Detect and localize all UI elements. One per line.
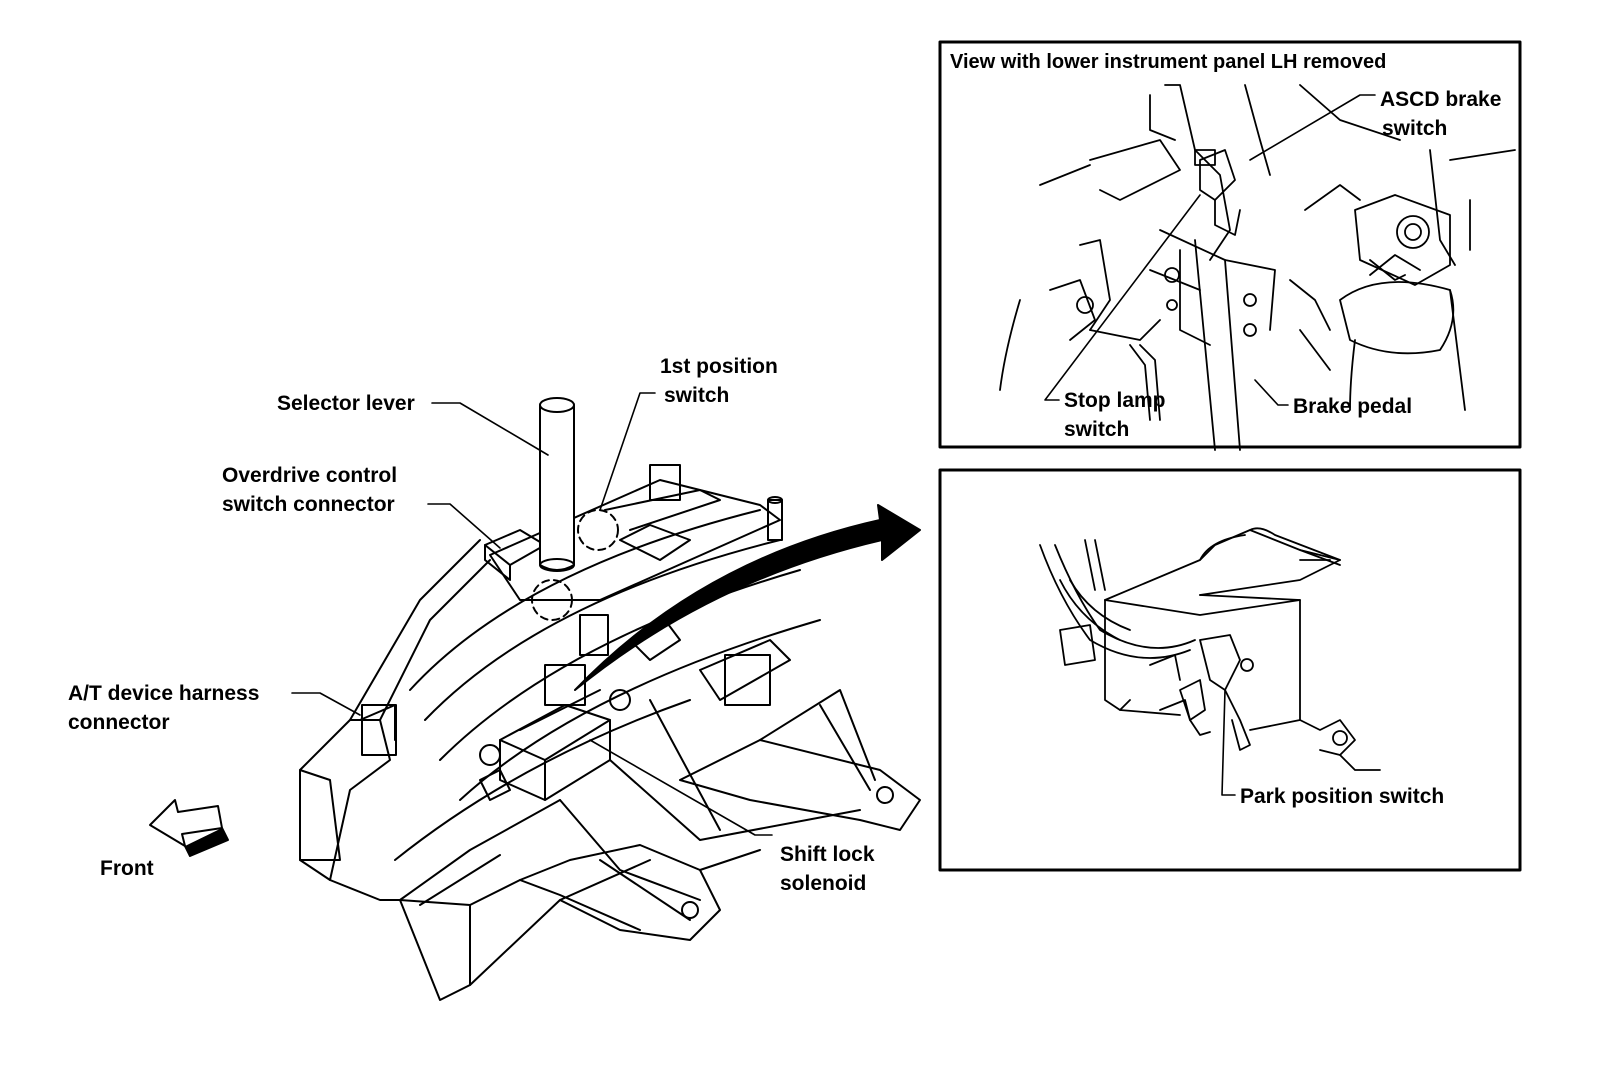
inset-top-leaders (1044, 94, 1376, 406)
label-at-harness-connector: A/T device harness connector (68, 682, 260, 734)
park-switch-assembly (1039, 527, 1381, 771)
label-ascd-brake-switch: ASCD brake switch (1380, 88, 1502, 140)
selector-lever-shape (539, 397, 575, 572)
shifter-assembly (299, 464, 921, 1001)
switch-location-circles (531, 509, 619, 621)
label-stop-lamp-switch: Stop lamp switch (1064, 389, 1166, 441)
inset-bottom-leader (1221, 689, 1236, 796)
inset-top-title: View with lower instrument panel LH remo… (950, 51, 1387, 73)
detail-arrow (574, 504, 921, 691)
label-first-position-switch: 1st position switch (660, 355, 778, 407)
label-shift-lock-solenoid: Shift lock solenoid (780, 843, 875, 895)
label-selector-lever: Selector lever (277, 392, 415, 415)
label-brake-pedal: Brake pedal (1293, 395, 1413, 418)
label-overdrive-connector: Overdrive control switch connector (222, 464, 398, 516)
front-arrow-icon (149, 799, 229, 857)
label-park-position-switch: Park position switch (1240, 785, 1445, 808)
brake-pedal-assembly (999, 84, 1516, 451)
label-front: Front (100, 857, 154, 880)
inset-bottom-frame (938, 468, 1522, 872)
leader-lines (291, 392, 773, 836)
inset-top-frame (938, 40, 1522, 449)
